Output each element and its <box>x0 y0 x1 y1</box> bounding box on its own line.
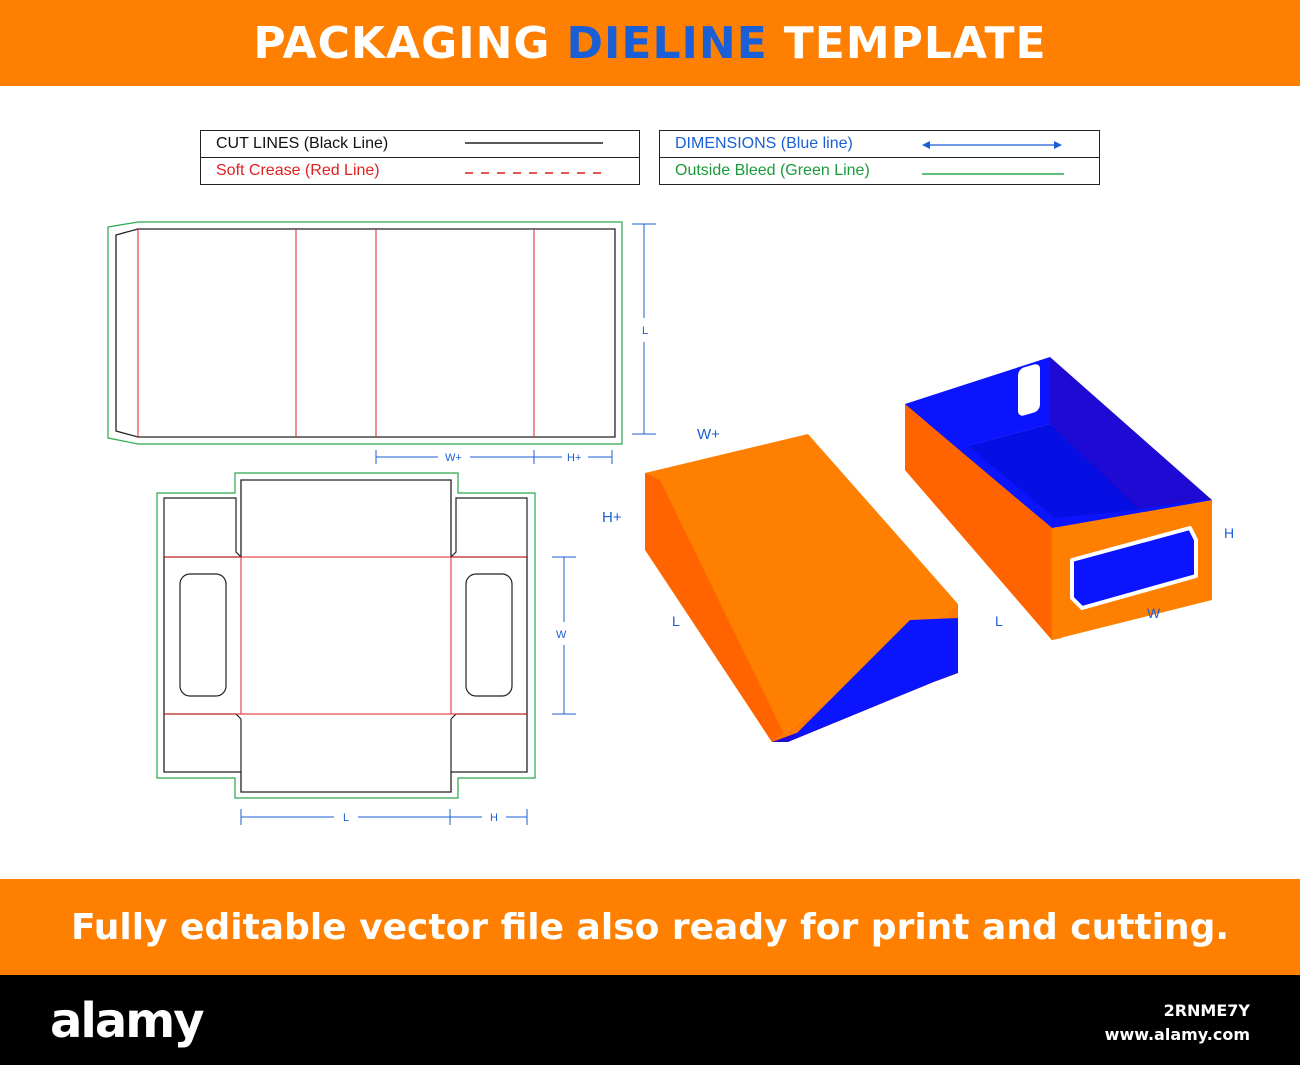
sleeve-width-label: W+ <box>445 452 462 464</box>
tray-width-label: W <box>556 629 567 641</box>
header-banner: PACKAGING DIELINE TEMPLATE <box>0 0 1300 86</box>
tray-corner-flap <box>450 497 528 558</box>
tray-floor-shadow <box>945 424 1140 520</box>
sleeve-3d-width-label: W+ <box>697 426 720 443</box>
tray-handle-cutout <box>465 573 513 697</box>
tray-height-label: H <box>490 812 498 824</box>
tray-corner-flap <box>164 713 242 720</box>
legend-row-bleed: Outside Bleed (Green Line) <box>660 158 1099 184</box>
sleeve-side-face <box>645 473 788 742</box>
image-id: 2RNME7Y <box>1163 1001 1250 1020</box>
tagline-banner: Fully editable vector file also ready fo… <box>0 879 1300 975</box>
tray-length-label: L <box>343 812 349 824</box>
tray-bleed-outline <box>156 472 536 799</box>
bleed-line-sample <box>922 173 1064 175</box>
sleeve-3d-height-label: H+ <box>602 509 622 526</box>
sleeve-3d-length-label: L <box>672 613 680 629</box>
tray-length-dimension: L H <box>240 809 528 825</box>
tray-3d-width-label: W <box>1147 605 1161 621</box>
tray-handle-cutout <box>179 573 227 697</box>
legend-row-crease: Soft Crease (Red Line) <box>201 158 639 184</box>
tray-width-dimension: W <box>552 556 576 715</box>
sleeve-length-label: L <box>642 325 648 337</box>
legend-box-right: DIMENSIONS (Blue line) Outside Bleed (Gr… <box>659 130 1100 185</box>
legend-dimensions-label: DIMENSIONS (Blue line) <box>675 135 853 152</box>
tray-side-face <box>905 404 1052 640</box>
tray-front-top-edge <box>1052 500 1212 528</box>
legend-bleed-label: Outside Bleed (Green Line) <box>675 162 870 179</box>
legend-row-cut: CUT LINES (Black Line) <box>201 131 639 158</box>
tagline-text: Fully editable vector file also ready fo… <box>70 906 1230 948</box>
cut-line-sample <box>465 142 603 144</box>
legend-row-dimensions: DIMENSIONS (Blue line) <box>660 131 1099 158</box>
tray-dieline: W L H <box>156 472 576 825</box>
sleeve-top-face <box>645 434 958 742</box>
title-part2: DIELINE <box>566 17 768 69</box>
tray-3d: L W H <box>905 357 1234 640</box>
tray-front-handle <box>1070 526 1198 610</box>
title-part3: TEMPLATE <box>783 17 1047 69</box>
tray-back-handle <box>1018 364 1040 416</box>
dieline-diagram: L W+ H+ <box>107 221 1234 825</box>
crease-line-sample <box>465 172 603 174</box>
tray-corner-flap <box>163 497 242 558</box>
tray-3d-length-label: L <box>995 613 1003 629</box>
title-part1: PACKAGING <box>253 17 551 69</box>
legend-box-left: CUT LINES (Black Line) Soft Crease (Red … <box>200 130 640 185</box>
tray-cut-outline <box>163 479 528 793</box>
image-info: 2RNME7Y www.alamy.com <box>1105 999 1250 1047</box>
tray-3d-height-label: H <box>1224 525 1234 541</box>
double-arrow-icon <box>922 141 1062 149</box>
sleeve-width-dimension: W+ H+ <box>375 450 613 464</box>
tray-side-face-inner <box>905 404 1062 528</box>
sleeve-opening-shade <box>790 618 958 740</box>
site-url: www.alamy.com <box>1104 1025 1250 1044</box>
brand-logo: alamy <box>50 993 205 1049</box>
sleeve-3d: W+ H+ L <box>602 426 958 742</box>
sleeve-length-dimension: L <box>632 223 656 435</box>
sleeve-bleed-outline <box>107 221 623 445</box>
tray-corner-flap <box>450 713 527 720</box>
sleeve-cut-outline <box>115 228 616 438</box>
sleeve-dieline: L W+ H+ <box>107 221 656 464</box>
sleeve-height-label: H+ <box>567 452 581 464</box>
watermark-footer: alamy 2RNME7Y www.alamy.com <box>0 975 1300 1065</box>
legend-crease-label: Soft Crease (Red Line) <box>216 162 380 179</box>
legend-cut-label: CUT LINES (Black Line) <box>216 135 389 152</box>
